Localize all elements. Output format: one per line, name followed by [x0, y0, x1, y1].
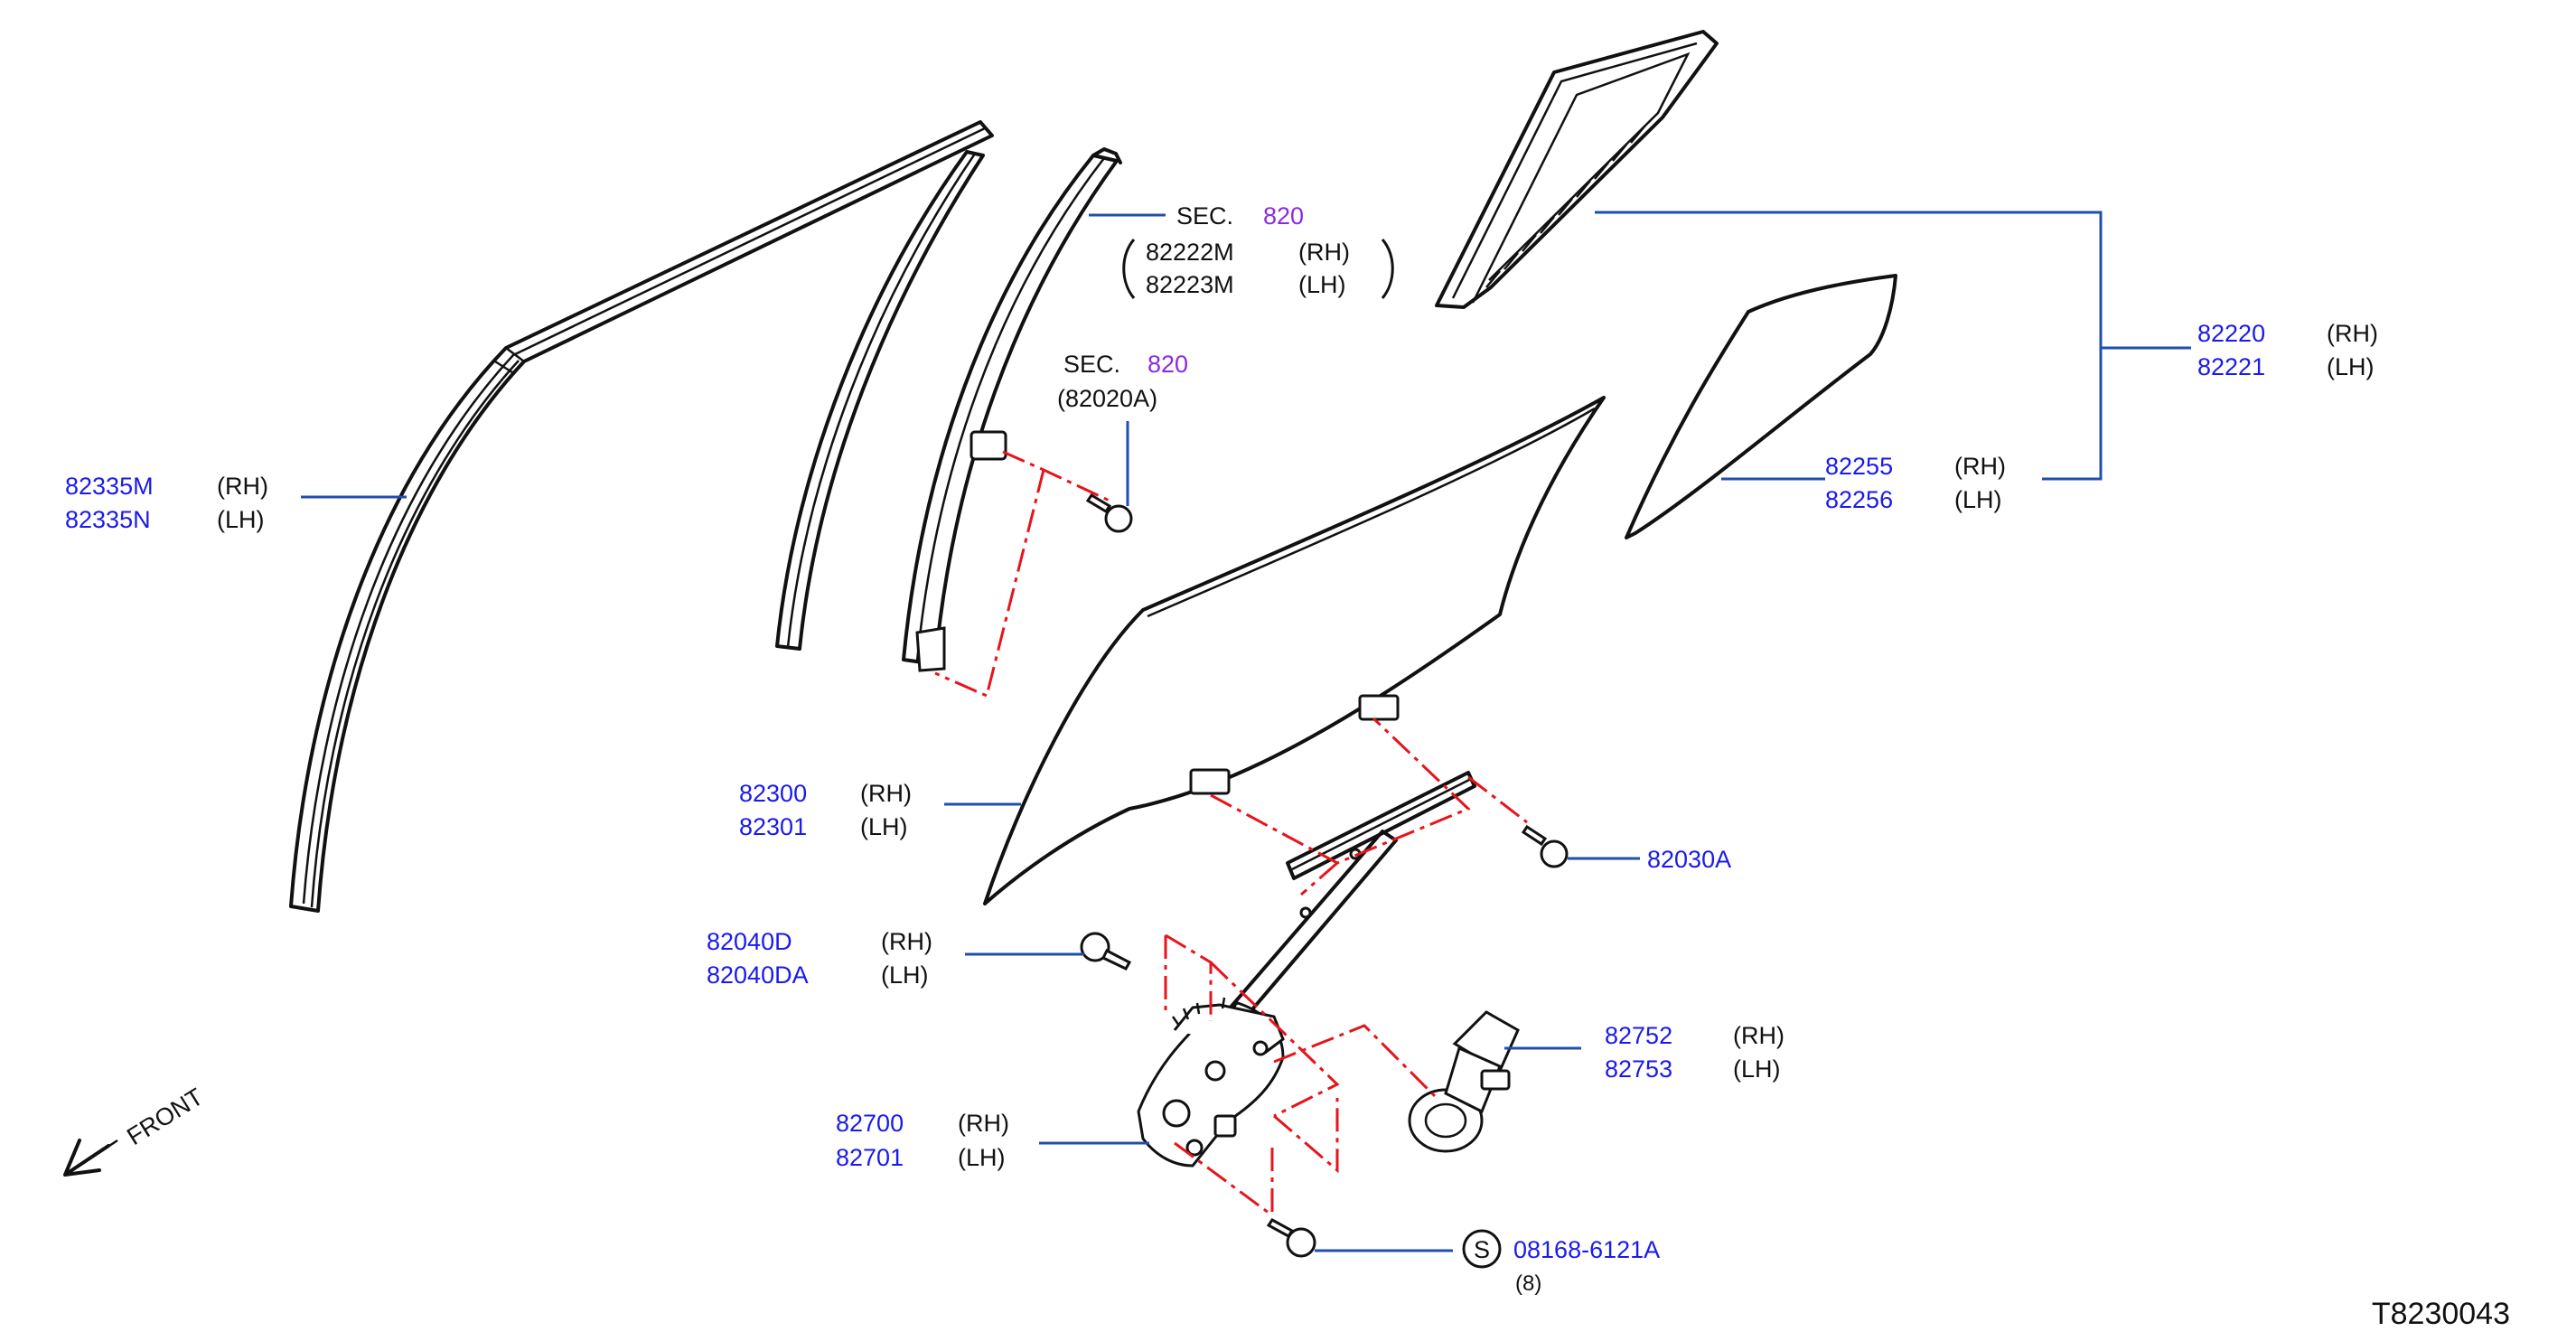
side-label: (RH) — [1298, 239, 1350, 266]
front-arrow-icon — [63, 1139, 118, 1177]
callout-regulator-bolt: 82040D (RH) 82040DA (LH) — [707, 928, 932, 989]
side-label: (RH) — [860, 780, 912, 807]
side-label: (LH) — [958, 1144, 1006, 1171]
part-number: 82030A — [1647, 846, 1731, 873]
regulator-assembly — [1137, 997, 1285, 1168]
side-label: (RH) — [958, 1110, 1009, 1137]
bracket-right — [1381, 239, 1394, 299]
callout-partition-glass: 82255 (RH) 82256 (LH) — [1825, 453, 2006, 513]
part-number: 82255 — [1825, 453, 1893, 480]
callout-sash-front: 82335M (RH) 82335N (LH) — [65, 473, 268, 533]
part-number: 82335M — [65, 473, 154, 500]
part-number: 08168-6121A — [1513, 1236, 1660, 1263]
bolt-glass — [1521, 824, 1569, 868]
callout-screw: S 08168-6121A (8) — [1462, 1229, 1660, 1296]
callout-door-glass: 82300 (RH) 82301 (LH) — [739, 780, 912, 840]
bracket-left — [1122, 239, 1136, 299]
leader-lines — [301, 211, 2191, 1252]
part-number: 82256 — [1825, 486, 1893, 513]
part-number: 82752 — [1605, 1022, 1672, 1049]
side-label: (RH) — [217, 473, 268, 500]
part-number: 82220 — [2197, 320, 2265, 347]
sec-sub: (82020A) — [1057, 385, 1157, 412]
side-label: (LH) — [2327, 353, 2375, 380]
side-label: (LH) — [881, 961, 929, 989]
rear-channel — [775, 150, 985, 651]
callout-motor: 82752 (RH) 82753 (LH) — [1605, 1022, 1784, 1083]
part-number: 82040D — [707, 928, 792, 955]
door-glass — [983, 396, 1606, 905]
regulator-motor — [1408, 1010, 1520, 1153]
part-number: 82300 — [739, 780, 807, 807]
part-number: 82700 — [836, 1110, 904, 1137]
standard-part-symbol: S — [1474, 1236, 1490, 1263]
part-number: 82301 — [739, 813, 807, 840]
part-number: 82753 — [1605, 1055, 1672, 1083]
sec-number: 820 — [1263, 202, 1304, 230]
part-number: 82040DA — [707, 961, 809, 989]
rear-sash — [902, 147, 1122, 672]
side-label: (RH) — [1954, 453, 2006, 480]
partition-glass — [1625, 274, 1897, 539]
side-label: (RH) — [1733, 1022, 1784, 1049]
part-number: 82222M — [1146, 239, 1234, 266]
phantom-lines — [934, 450, 1528, 1217]
callout-sec-lower: SEC. 820 (82020A) — [1057, 351, 1188, 412]
callout-partition: 82220 (RH) 82221 (LH) — [2197, 320, 2378, 380]
side-label: (LH) — [1298, 271, 1346, 298]
standard-part-icon — [1462, 1229, 1502, 1269]
sec-prefix: SEC. — [1063, 351, 1120, 378]
sash-molding-front — [289, 120, 994, 913]
quantity: (8) — [1515, 1271, 1541, 1296]
side-label: (RH) — [881, 928, 932, 955]
bolt-sash — [1085, 492, 1133, 533]
part-number: 82701 — [836, 1144, 904, 1171]
callout-regulator: 82700 (RH) 82701 (LH) — [836, 1110, 1009, 1171]
front-label: FRONT — [122, 1083, 208, 1150]
bolt-regulator — [1080, 932, 1132, 971]
side-label: (LH) — [860, 813, 908, 840]
part-number: 82221 — [2197, 353, 2265, 380]
diagram-reference: T8230043 — [2372, 1297, 2510, 1331]
side-label: (LH) — [1733, 1055, 1781, 1083]
callout-sec-upper: SEC. 820 82222M (RH) 82223M (LH) — [1122, 202, 1394, 299]
side-label: (LH) — [1954, 486, 2002, 513]
part-number: 82335N — [65, 506, 151, 533]
screw-motor — [1266, 1218, 1316, 1258]
callout-glass-bolt: 82030A — [1647, 846, 1731, 873]
partition-frame — [1435, 30, 1719, 309]
side-label: (LH) — [217, 506, 265, 533]
sec-number: 820 — [1147, 351, 1188, 378]
part-number: 82223M — [1146, 271, 1234, 298]
side-label: (RH) — [2327, 320, 2378, 347]
sec-prefix: SEC. — [1176, 202, 1233, 230]
